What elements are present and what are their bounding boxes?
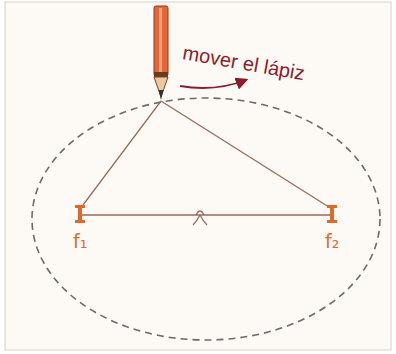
- string: [80, 101, 332, 225]
- frame: [5, 2, 391, 350]
- focus-label: f₂: [325, 232, 339, 251]
- pencil: [154, 6, 168, 100]
- motion-arrow: [180, 80, 246, 88]
- pin-f2: [327, 205, 337, 223]
- pin-f1: [75, 205, 85, 223]
- dashed-ellipse: [32, 98, 380, 340]
- focus-label: f₁: [73, 232, 87, 251]
